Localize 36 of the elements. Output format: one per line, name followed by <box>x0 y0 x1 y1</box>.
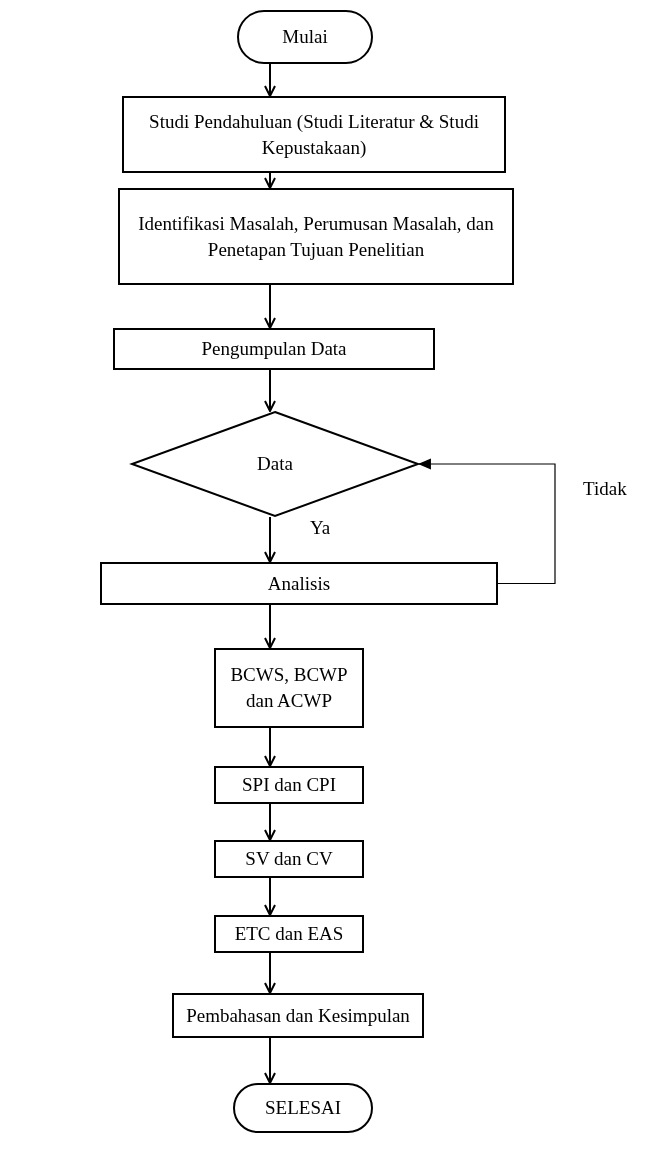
arrow <box>264 727 276 767</box>
arrow <box>264 172 276 189</box>
node-text: Data <box>257 452 293 477</box>
node-text: Pengumpulan Data <box>201 337 347 362</box>
process-box <box>214 915 364 953</box>
arrow <box>264 604 276 649</box>
node-text: SV dan CV <box>245 847 333 872</box>
arrow <box>264 1037 276 1084</box>
node-text: Pembahasan dan Kesimpulan <box>186 1003 410 1028</box>
arrow <box>264 952 276 994</box>
arrow <box>264 803 276 841</box>
arrow <box>417 458 556 585</box>
node-text: BCWS, BCWP dan ACWP <box>229 663 349 713</box>
node-text: Identifikasi Masalah, Perumusan Masalah, dan Penetapan Tujuan Penelitian <box>137 211 495 262</box>
node-text: ETC dan EAS <box>234 922 344 947</box>
process-box <box>122 96 506 173</box>
process-box <box>118 188 514 285</box>
arrow <box>264 516 276 563</box>
node-text: SELESAI <box>265 1096 341 1121</box>
node-text: SPI dan CPI <box>242 773 336 798</box>
arrow <box>264 63 276 97</box>
node-text: Mulai <box>282 25 328 50</box>
arrow <box>264 877 276 916</box>
process-box <box>214 766 364 804</box>
node-text: Studi Pendahuluan (Studi Literatur & Studi Kepustakaan) <box>148 109 480 160</box>
decision-diamond <box>131 411 419 517</box>
process-box <box>214 648 364 728</box>
terminal-box <box>233 1083 373 1133</box>
process-box <box>100 562 498 605</box>
arrow <box>264 369 276 412</box>
process-box <box>214 840 364 878</box>
arrow <box>264 284 276 329</box>
process-box <box>172 993 424 1038</box>
node-text: Analisis <box>267 571 331 596</box>
terminal-box <box>237 10 373 64</box>
process-box <box>113 328 435 370</box>
